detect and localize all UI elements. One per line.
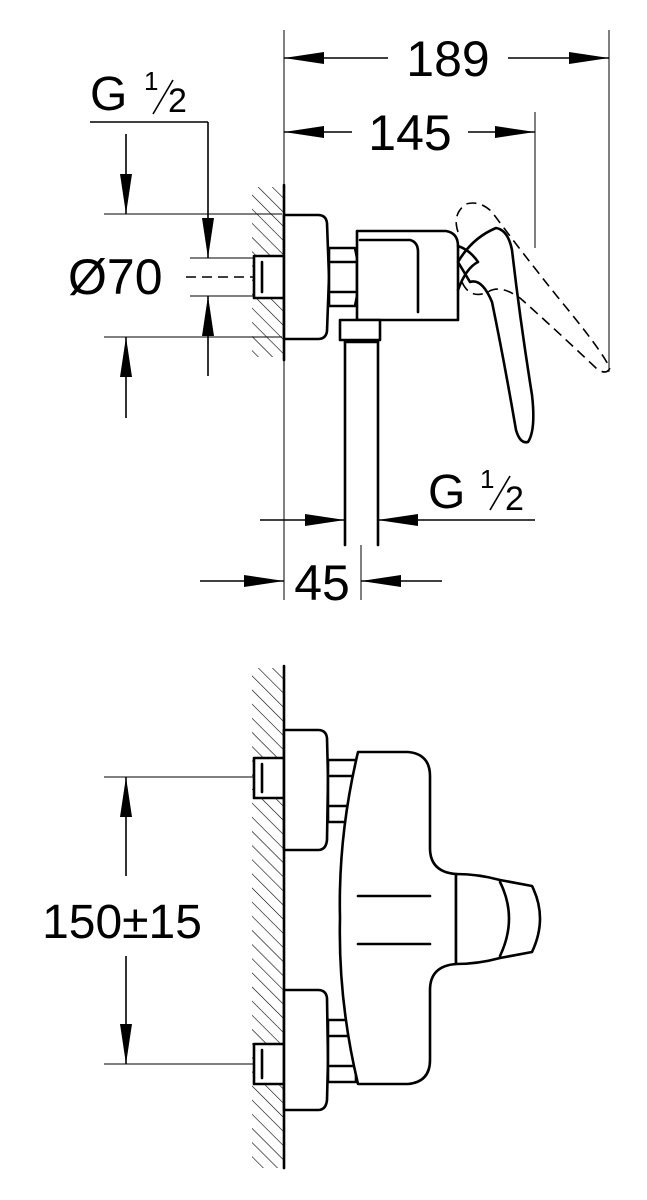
cover-rosette-side (282, 213, 331, 341)
side-view: 189 145 G 1 2 (68, 30, 611, 611)
thread-outlet-denominator: 2 (505, 480, 524, 518)
dimension-150: 150±15 (42, 776, 254, 1065)
thread-top-base: G (90, 68, 127, 121)
front-view: 150±15 (42, 664, 542, 1170)
dimension-150-label: 150±15 (42, 896, 202, 949)
lever-cartridge (456, 244, 480, 292)
outlet-side (338, 318, 382, 547)
thread-outlet-numerator: 1 (480, 464, 494, 494)
dimension-189-label: 189 (406, 31, 489, 87)
hex-nut-side (327, 246, 359, 308)
mixer-body-front (338, 750, 458, 1086)
thread-outlet-base: G (428, 466, 465, 519)
wall-front-view (252, 664, 286, 1170)
thread-label-outlet: G 1 2 (260, 464, 535, 526)
dimension-45-label: 45 (294, 555, 350, 611)
lever-handle-side (456, 226, 535, 444)
dimension-diameter-70-label: Ø70 (68, 249, 163, 305)
mixer-body-side (355, 229, 460, 322)
thread-label-top: G 1 2 (90, 66, 278, 376)
dimension-145: 145 (284, 105, 536, 248)
eccentric-connector-side (252, 254, 286, 300)
dimension-diameter-70: Ø70 (68, 134, 282, 418)
lever-handle-front (454, 872, 542, 966)
dimension-45: 45 (200, 360, 442, 611)
mixer-body-bevel (358, 238, 420, 314)
lever-open-position (455, 202, 611, 373)
dimension-145-label: 145 (368, 105, 451, 161)
lever-grip-front (498, 880, 511, 958)
thread-top-denominator: 2 (168, 82, 187, 120)
thread-top-numerator: 1 (144, 66, 158, 96)
dimension-189: 189 (283, 30, 610, 372)
lower-connection (252, 988, 358, 1112)
